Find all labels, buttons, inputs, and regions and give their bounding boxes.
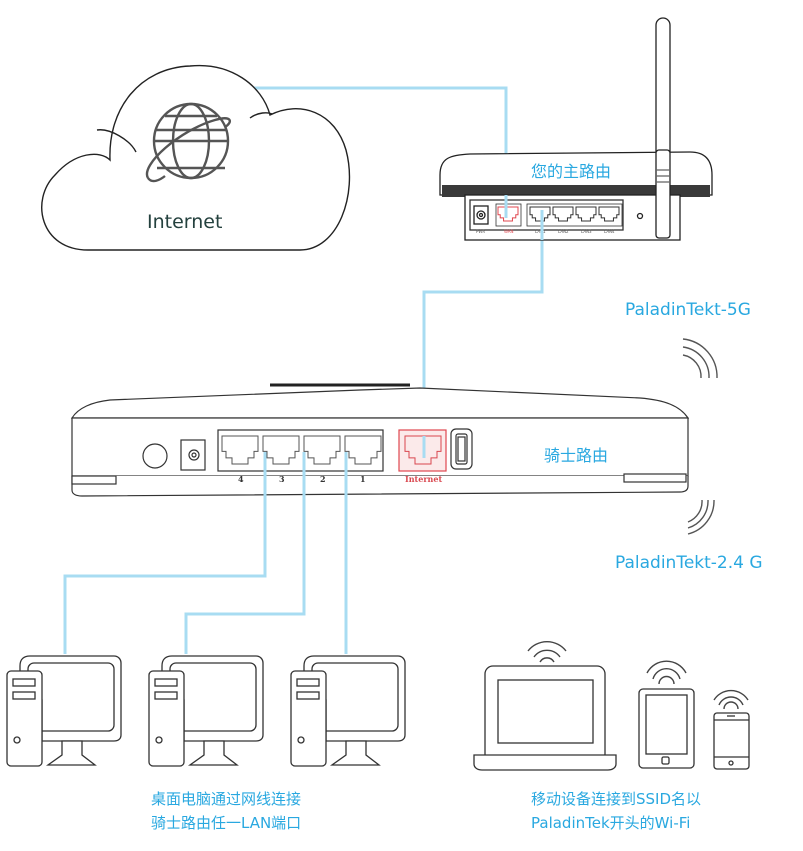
main-port-label: LAN4 <box>604 229 615 234</box>
lan-port-1 <box>529 206 551 222</box>
lan-port-4 <box>598 206 620 222</box>
internet-label: Internet <box>147 211 223 233</box>
mobile-caption-line1: 移动设备连接到SSID名以 <box>531 790 702 808</box>
main-port-label: PWR <box>476 229 485 234</box>
usb-port-icon <box>450 428 473 470</box>
desktop-computer-icon <box>6 655 122 767</box>
status-led <box>636 212 644 220</box>
desktop-computer-icon <box>148 655 264 767</box>
power-jack-icon <box>473 205 489 225</box>
desktop-computers <box>6 655 406 767</box>
cable-lan2-to-pc2 <box>184 456 306 654</box>
desktop-computer-icon <box>290 655 406 767</box>
wifi-signal-laptop-icon <box>527 641 567 663</box>
knight-internet-port <box>404 435 442 465</box>
main-router <box>439 17 713 241</box>
port-number-4: 4 <box>238 474 244 484</box>
desktop-caption-line2: 骑士路由任一LAN端口 <box>151 814 302 832</box>
main-port-label: LAN2 <box>558 229 569 234</box>
knight-router-ports <box>221 435 442 500</box>
globe-icon <box>145 102 231 183</box>
cable-main-lan-to-knight-internet <box>422 218 544 456</box>
port-number-2: 2 <box>320 474 326 484</box>
knight-router <box>70 383 690 497</box>
wifi-signal-5g-icon <box>682 338 718 379</box>
knight-lan-port-2 <box>303 435 341 465</box>
mobile-caption-line2: PaladinTek开头的Wi-Fi <box>531 814 691 832</box>
port-number-1: 1 <box>360 474 366 484</box>
desktop-caption-line1: 桌面电脑通过网线连接 <box>151 790 302 808</box>
power-button-icon <box>142 443 168 469</box>
wifi-signal-tablet-icon <box>646 660 687 685</box>
dc-jack-icon <box>180 439 206 471</box>
wifi-signal-phone-icon <box>713 689 749 710</box>
lan-port-3 <box>575 206 597 222</box>
main-port-label: WAN <box>504 229 513 234</box>
wan-port <box>497 206 519 222</box>
tablet-icon <box>638 688 695 769</box>
cable-lan3-to-pc1 <box>63 456 267 654</box>
knight-port-numbers: 4 3 2 1 Internet <box>238 474 442 484</box>
main-router-label: 您的主路由 <box>531 162 612 181</box>
knight-router-label: 骑士路由 <box>544 446 609 465</box>
knight-lan-port-3 <box>262 435 300 465</box>
main-port-label: LAN3 <box>581 229 592 234</box>
lan-port-2 <box>552 206 574 222</box>
ssid-24g-label: PaladinTekt-2.4 G <box>615 553 763 573</box>
knight-lan-port-4 <box>221 435 259 465</box>
mobile-caption: 移动设备连接到SSID名以 PaladinTek开头的Wi-Fi <box>531 787 701 835</box>
phone-icon <box>713 712 750 770</box>
laptop-icon <box>473 665 617 771</box>
internet-cloud <box>41 64 351 251</box>
port-number-3: 3 <box>279 474 285 484</box>
desktop-caption: 桌面电脑通过网线连接 骑士路由任一LAN端口 <box>151 787 301 835</box>
knight-lan-port-1 <box>344 435 382 465</box>
ssid-5g-label: PaladinTekt-5G <box>625 300 751 320</box>
internet-port-label: Internet <box>405 474 442 484</box>
wifi-signal-24g-icon <box>687 499 715 535</box>
